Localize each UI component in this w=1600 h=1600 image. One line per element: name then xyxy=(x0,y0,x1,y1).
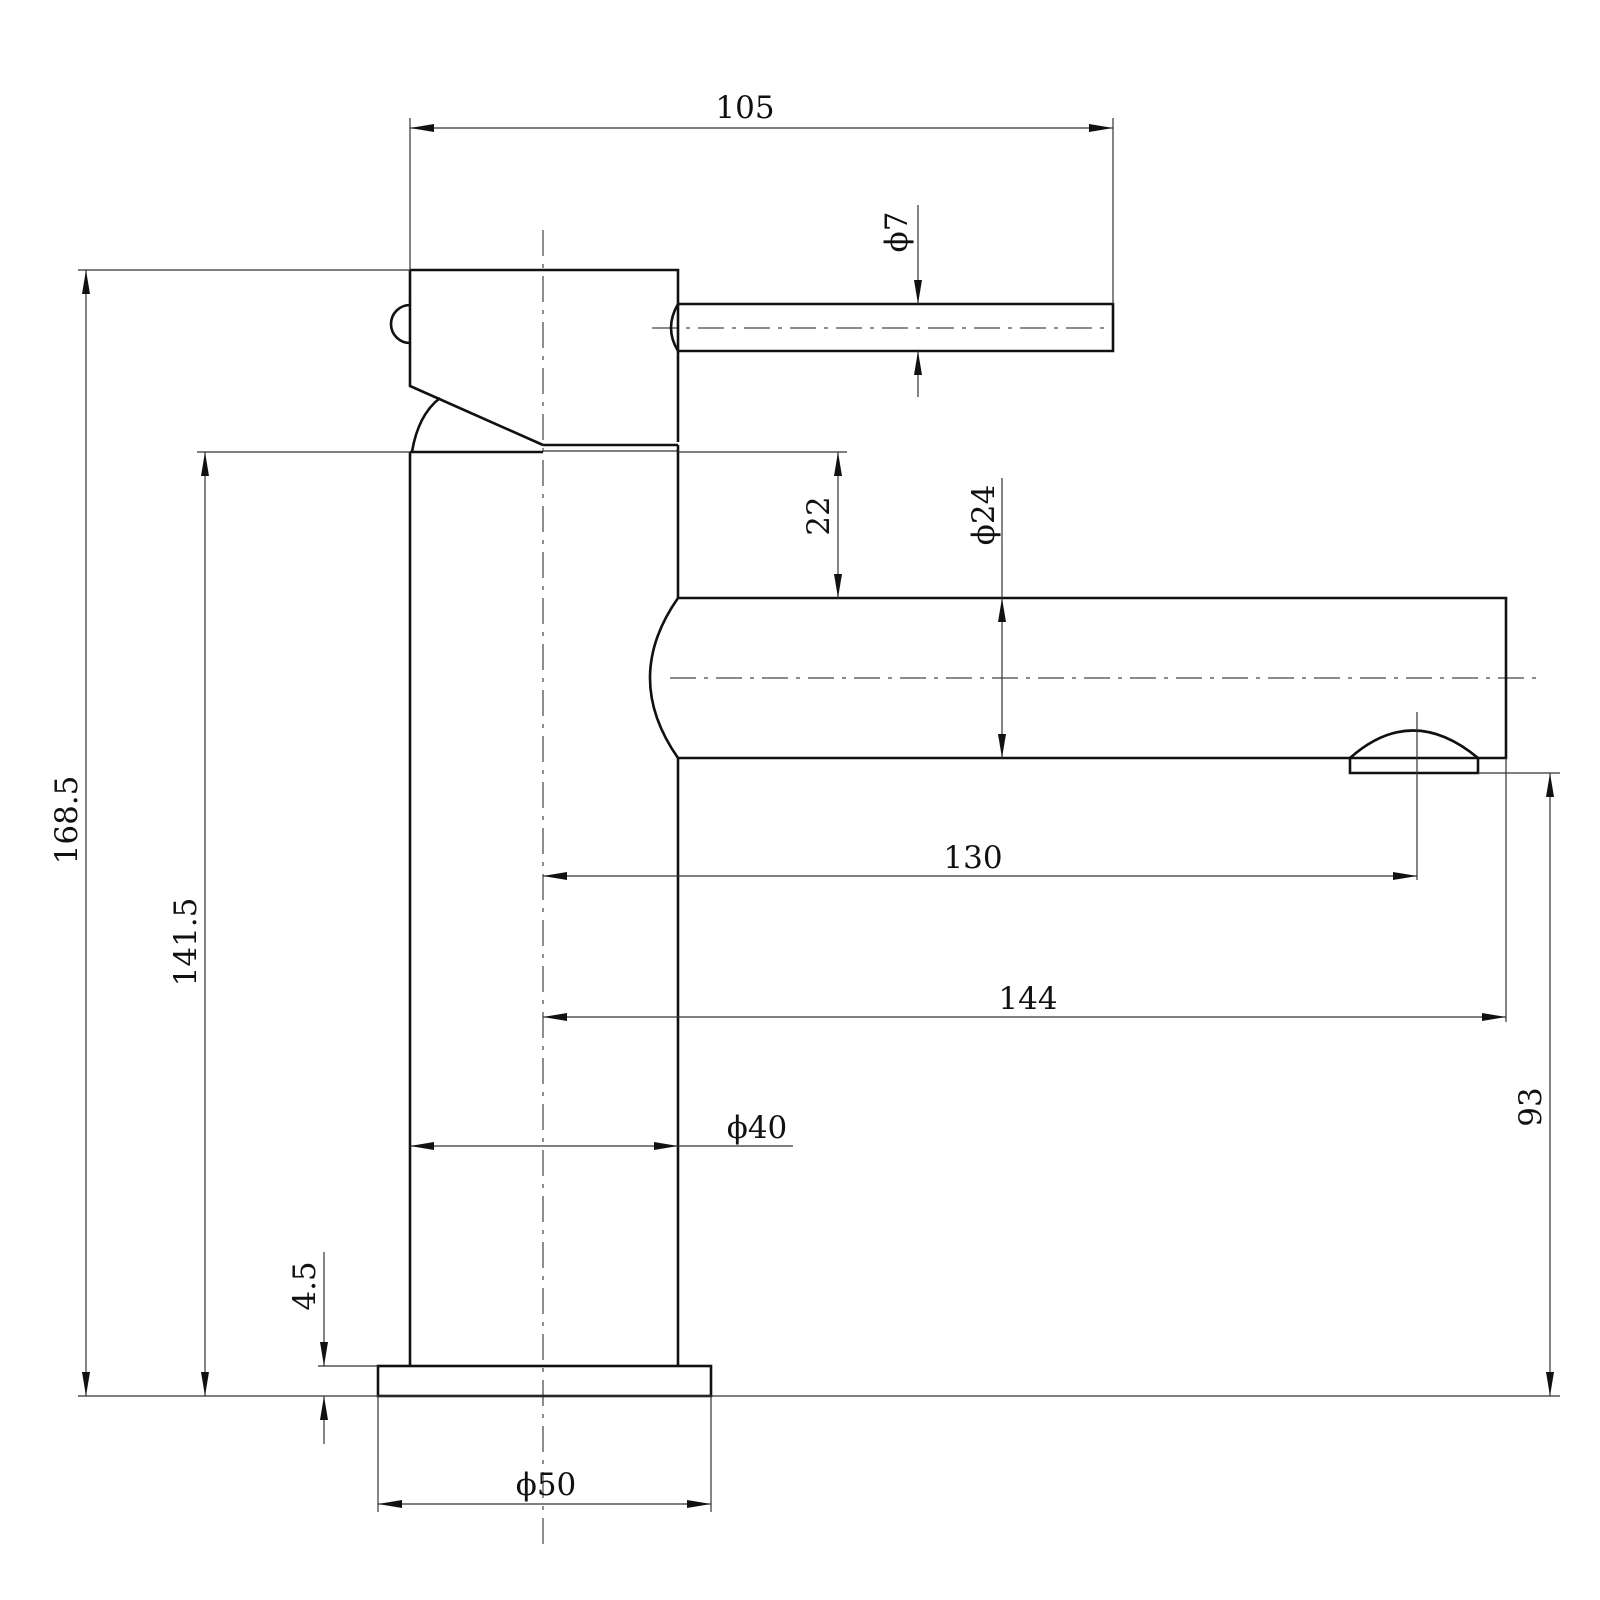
dim-label-130: 130 xyxy=(943,840,1002,876)
dim-label-105: 105 xyxy=(715,90,774,126)
faucet-outline xyxy=(376,268,1508,1398)
dim-base-thickness: 4.5 xyxy=(287,1252,328,1444)
aerator xyxy=(1348,729,1480,775)
dim-label-22: 22 xyxy=(801,496,837,535)
handle-collar xyxy=(410,396,441,453)
extension-lines xyxy=(78,118,1560,1512)
lever xyxy=(669,302,1115,353)
dim-label-144: 144 xyxy=(998,981,1057,1017)
dim-handle-length: 105 xyxy=(410,90,1113,132)
dim-label-168-5: 168.5 xyxy=(49,776,85,865)
dim-label-phi50: ϕ50 xyxy=(516,1467,577,1503)
dim-handle-to-spout: 22 xyxy=(801,452,842,598)
dim-label-93: 93 xyxy=(1513,1087,1549,1126)
dim-body-height: 141.5 xyxy=(168,452,209,1396)
handle-knob xyxy=(389,303,411,345)
dim-label-4-5: 4.5 xyxy=(287,1261,323,1310)
dim-label-phi24: ϕ24 xyxy=(966,485,1002,546)
dim-lever-diameter: ϕ7 xyxy=(879,212,922,375)
handle-block xyxy=(408,268,680,447)
dim-label-141-5: 141.5 xyxy=(168,898,204,987)
base-plate xyxy=(376,1364,713,1398)
dim-label-phi40: ϕ40 xyxy=(727,1110,788,1146)
dim-total-reach: 144 xyxy=(543,981,1506,1021)
dim-body-diameter: ϕ40 xyxy=(410,1110,793,1150)
dim-spout-diameter: ϕ24 xyxy=(966,485,1006,758)
dim-label-phi7: ϕ7 xyxy=(879,212,915,253)
dim-overall-height: 168.5 xyxy=(49,270,90,1396)
spout xyxy=(648,596,1508,760)
dim-outlet-reach: 130 xyxy=(543,840,1417,880)
dim-base-diameter: ϕ50 xyxy=(378,1467,711,1508)
dim-outlet-height: 93 xyxy=(1513,773,1554,1396)
